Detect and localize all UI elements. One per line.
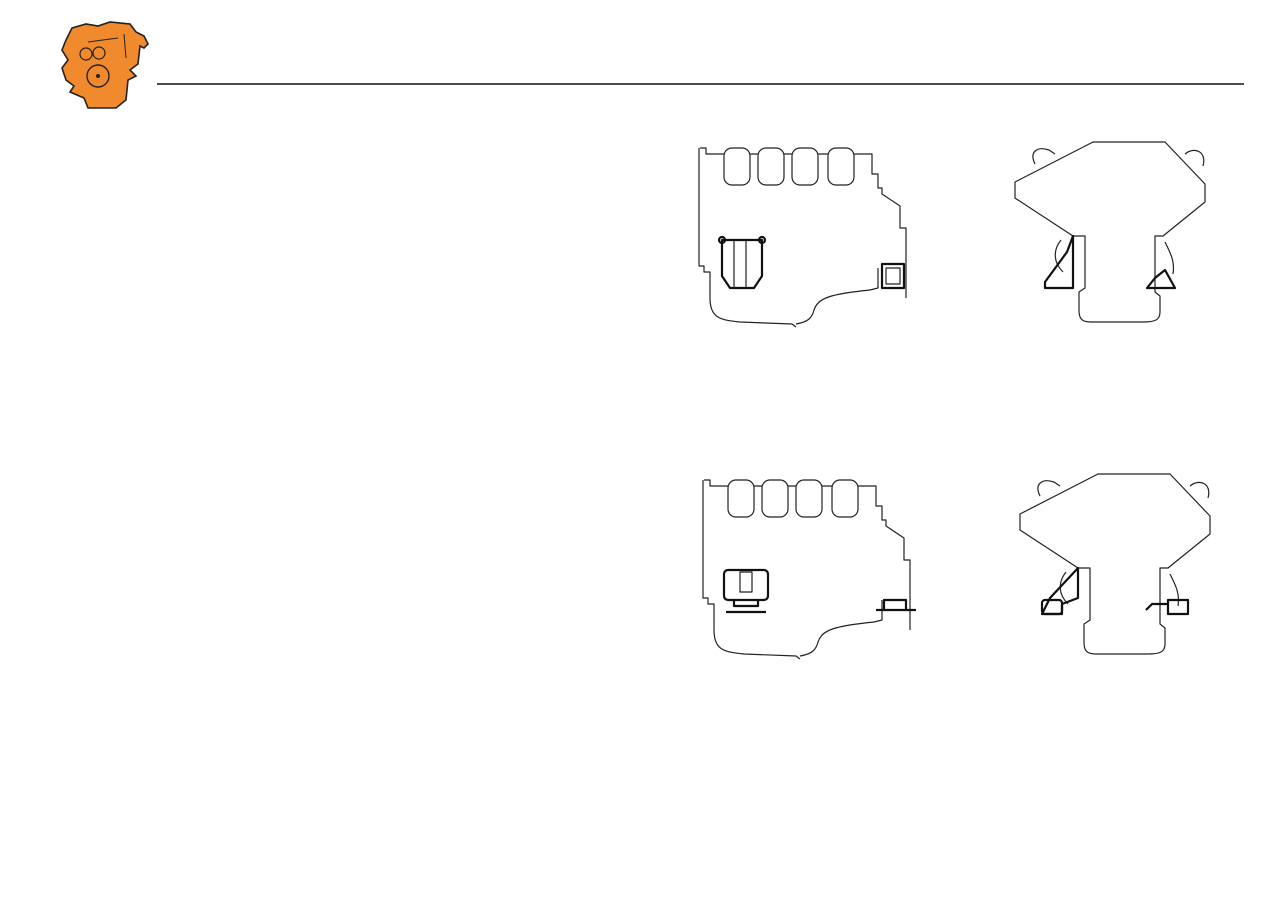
- engine-side-view-mount-b: [702, 479, 916, 660]
- engine-front-view-mount-b: [1019, 473, 1211, 655]
- engine-front-view-mount-a: [1014, 141, 1206, 323]
- engine-side-view-mount-a: [698, 147, 907, 328]
- engine-logo-icon: [61, 21, 149, 109]
